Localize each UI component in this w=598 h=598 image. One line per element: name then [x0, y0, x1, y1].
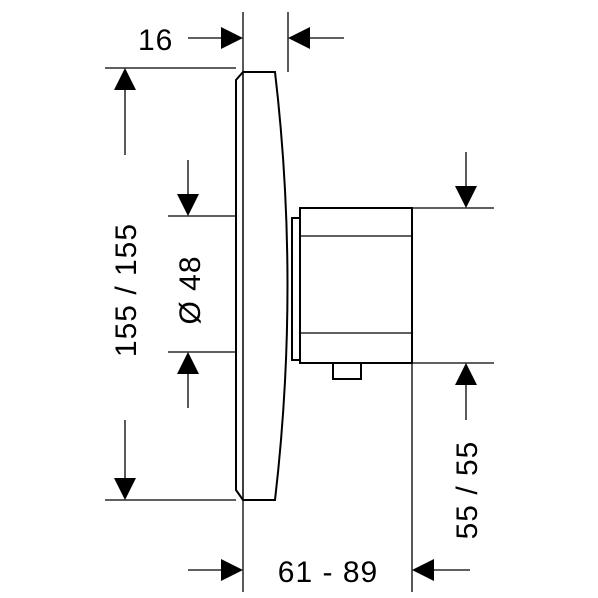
dimension-155: 155 / 155	[110, 68, 143, 500]
dimension-diameter-48: Ø 48	[174, 160, 207, 408]
dimension-55: 55 / 55	[451, 152, 484, 539]
dim-55-label: 55 / 55	[451, 441, 484, 540]
dimension-61-89: 61 - 89	[188, 556, 470, 589]
dimension-16: 16	[138, 24, 344, 57]
dim-16-label: 16	[138, 24, 173, 57]
dim-61-89-label: 61 - 89	[278, 556, 378, 589]
thermostat-body	[291, 207, 413, 380]
dim-48-label: Ø 48	[174, 255, 207, 324]
cover-plate	[235, 71, 289, 501]
extension-lines	[105, 12, 494, 592]
dim-155-label: 155 / 155	[110, 223, 143, 357]
